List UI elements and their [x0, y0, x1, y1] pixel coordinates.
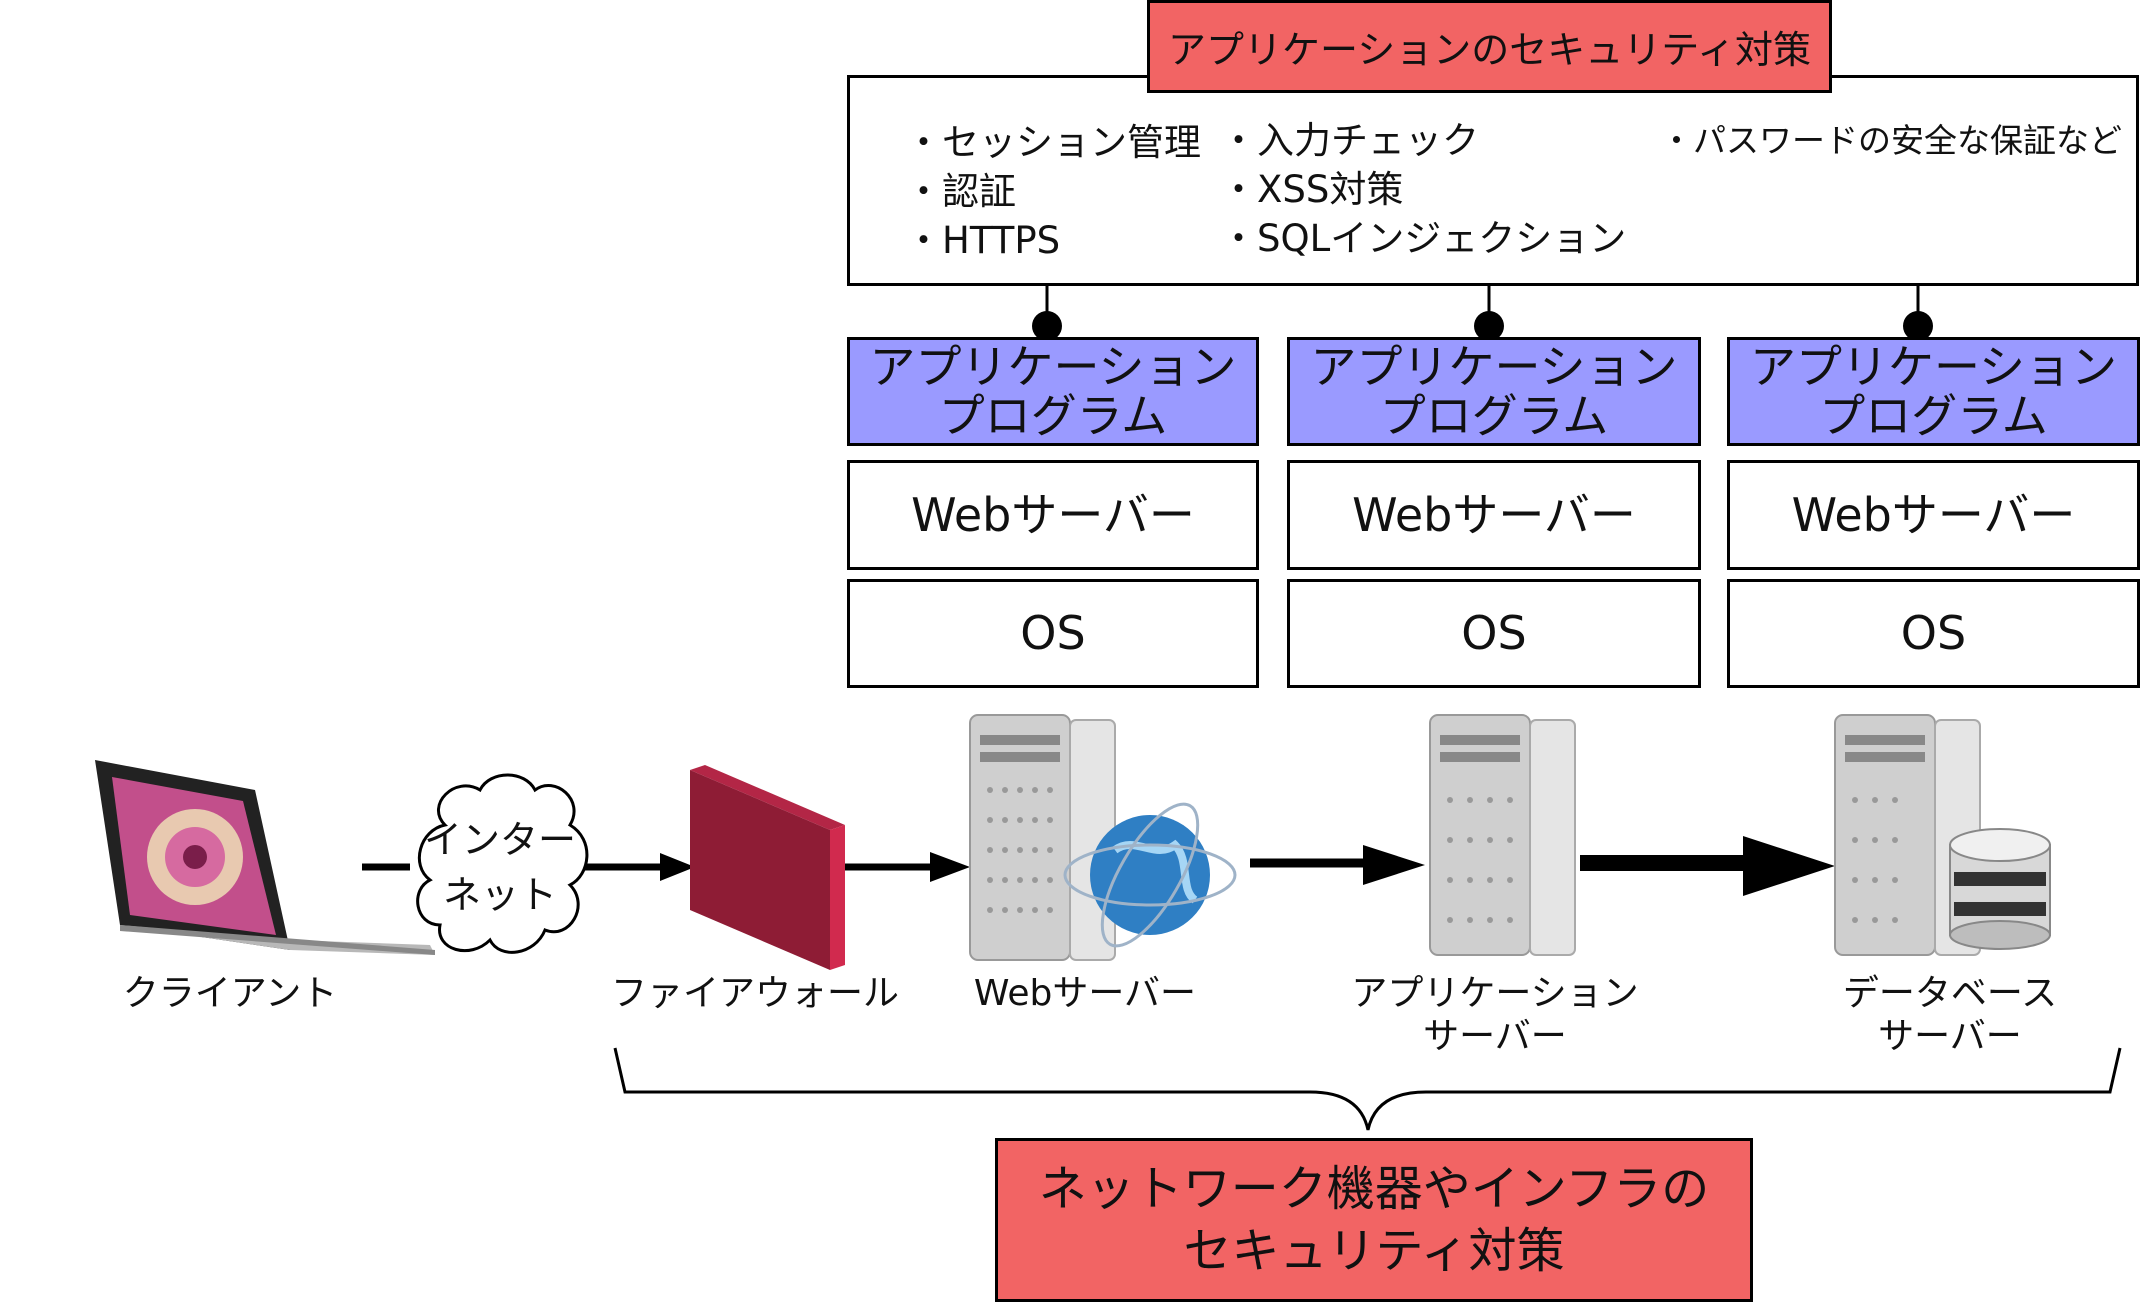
web-server-icon [969, 714, 1237, 961]
arrow-app-db [1580, 836, 1835, 896]
stack2-web-label: Webサーバー [1352, 487, 1636, 542]
stack3-web-server: Webサーバー [1727, 460, 2140, 570]
bullet-sql-injection: ・SQLインジェクション [1220, 217, 1627, 260]
connector-dot-2 [1474, 311, 1504, 341]
laptop-icon [95, 760, 435, 955]
app-security-title: アプリケーションのセキュリティ対策 [1147, 0, 1832, 93]
stack2-app-label: アプリケーション プログラム [1310, 340, 1678, 443]
firewall-label: ファイアウォール [610, 973, 899, 1014]
stack1-web-server: Webサーバー [847, 460, 1259, 570]
bullet-https: ・HTTPS [905, 219, 1061, 262]
bullet-xss: ・XSS対策 [1220, 168, 1404, 211]
db-server-icon [1834, 714, 2051, 956]
stack3-web-label: Webサーバー [1791, 487, 2076, 542]
stack3-app-program: アプリケーション プログラム [1727, 337, 2140, 446]
connector-dot-3 [1903, 311, 1933, 341]
bullet-auth: ・認証 [905, 170, 1016, 213]
stack1-web-label: Webサーバー [911, 487, 1195, 542]
app-server-label: アプリケーション サーバー [1351, 973, 1639, 1058]
network-security-title: ネットワーク機器やインフラの セキュリティ対策 [995, 1138, 1753, 1302]
client-label: クライアント [122, 973, 338, 1014]
stack1-app-program: アプリケーション プログラム [847, 337, 1259, 446]
stack3-os: OS [1727, 579, 2140, 688]
stack2-app-program: アプリケーション プログラム [1287, 337, 1701, 446]
stack2-os: OS [1287, 579, 1701, 688]
internet-label: インター ネット [423, 818, 576, 918]
stack2-os-label: OS [1461, 606, 1527, 661]
stack3-app-label: アプリケーション プログラム [1749, 340, 2118, 443]
arrow-internet-firewall [585, 853, 695, 881]
arrow-web-app [1250, 845, 1425, 885]
stack1-os-label: OS [1020, 606, 1086, 661]
web-server-label: Webサーバー [973, 973, 1197, 1014]
stack3-os-label: OS [1900, 606, 1967, 661]
stack1-os: OS [847, 579, 1259, 688]
db-server-label: データベース サーバー [1842, 973, 2058, 1058]
stack1-app-label: アプリケーション プログラム [869, 340, 1237, 443]
grouping-brace [613, 1047, 2122, 1131]
network-security-title-text: ネットワーク機器やインフラの セキュリティ対策 [1038, 1160, 1710, 1279]
database-icon [1949, 828, 2051, 950]
bullet-input-check: ・入力チェック [1220, 119, 1479, 162]
app-security-detail-box [847, 75, 2139, 286]
bullet-session: ・セッション管理 [905, 121, 1201, 164]
arrow-firewall-web [845, 852, 970, 882]
stack2-web-server: Webサーバー [1287, 460, 1701, 570]
app-security-title-text: アプリケーションのセキュリティ対策 [1168, 28, 1811, 72]
bullet-password: ・パスワードの安全な保証など [1660, 121, 2122, 160]
connector-dot-1 [1032, 311, 1062, 341]
app-server-icon [1429, 714, 1576, 956]
firewall-icon [690, 765, 845, 970]
cloud-icon [416, 773, 589, 954]
